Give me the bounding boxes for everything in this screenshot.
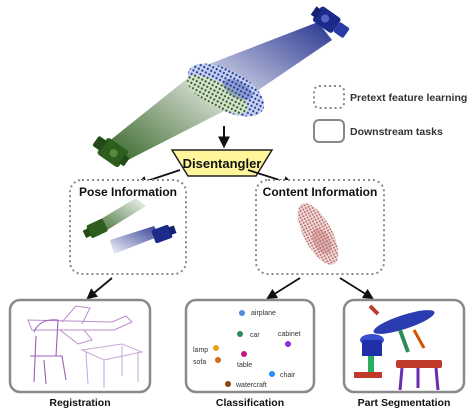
disentangler-block: Disentangler — [170, 149, 274, 177]
segmented-chair-illustration — [354, 334, 384, 378]
sofa-cluster: sofa — [193, 357, 221, 366]
registration-panel — [8, 298, 152, 394]
legend-label-downstream: Downstream tasks — [350, 126, 443, 138]
top-scene — [92, 6, 350, 168]
cabinet-cluster-label: cabinet — [278, 331, 301, 338]
car-cluster-label: car — [250, 332, 260, 339]
segmented-airplane-illustration — [368, 304, 435, 353]
input-pointcloud — [186, 63, 265, 117]
content-information-panel: Content Information — [255, 179, 385, 275]
green-camera-icon — [92, 136, 130, 168]
legend-label-pretext: Pretext feature learning — [350, 92, 467, 104]
registration-airplane-illustration — [27, 305, 133, 345]
registration-table-illustration — [80, 343, 144, 388]
pose-blue-beam — [110, 226, 160, 254]
watercraft-cluster: watercraft — [225, 381, 267, 389]
table-cluster-label: table — [237, 362, 252, 369]
table-cluster: table — [237, 351, 252, 369]
chair-cluster-label: chair — [280, 372, 296, 379]
pose-green-camera-icon — [82, 218, 108, 238]
pose-to-registration-arrow — [86, 277, 113, 300]
blue-camera-icon — [310, 6, 350, 38]
legend-dotted-swatch — [313, 85, 345, 109]
watercraft-cluster-label: watercraft — [235, 382, 267, 389]
lamp-cluster: lamp — [193, 345, 219, 354]
content-to-classification-arrow — [266, 277, 301, 300]
pose-green-beam — [96, 198, 146, 232]
registration-chair-illustration — [30, 319, 67, 385]
sofa-cluster-label: sofa — [193, 359, 206, 366]
content-information-title: Content Information — [263, 185, 378, 199]
legend-solid-swatch — [313, 119, 345, 143]
part-segmentation-panel — [342, 298, 466, 394]
classification-panel: airplane car cabinet lamp sofa table cha… — [184, 298, 316, 394]
part-segmentation-label: Part Segmentation — [358, 397, 451, 409]
segmented-table-illustration — [396, 360, 442, 391]
registration-label: Registration — [49, 397, 110, 409]
cabinet-cluster: cabinet — [278, 331, 301, 347]
pose-blue-camera-icon — [151, 224, 177, 244]
pose-information-title: Pose Information — [79, 185, 177, 199]
classification-label: Classification — [216, 397, 284, 409]
airplane-cluster: airplane — [239, 310, 276, 317]
pose-information-panel: Pose Information — [69, 179, 187, 275]
content-pointcloud — [297, 203, 339, 265]
lamp-cluster-label: lamp — [193, 347, 208, 354]
content-to-segmentation-arrow — [339, 277, 374, 300]
car-cluster: car — [237, 331, 260, 339]
legend: Pretext feature learning Downstream task… — [313, 85, 467, 143]
airplane-cluster-label: airplane — [251, 310, 276, 317]
disentangler-label: Disentangler — [183, 156, 262, 171]
chair-cluster: chair — [269, 371, 296, 379]
